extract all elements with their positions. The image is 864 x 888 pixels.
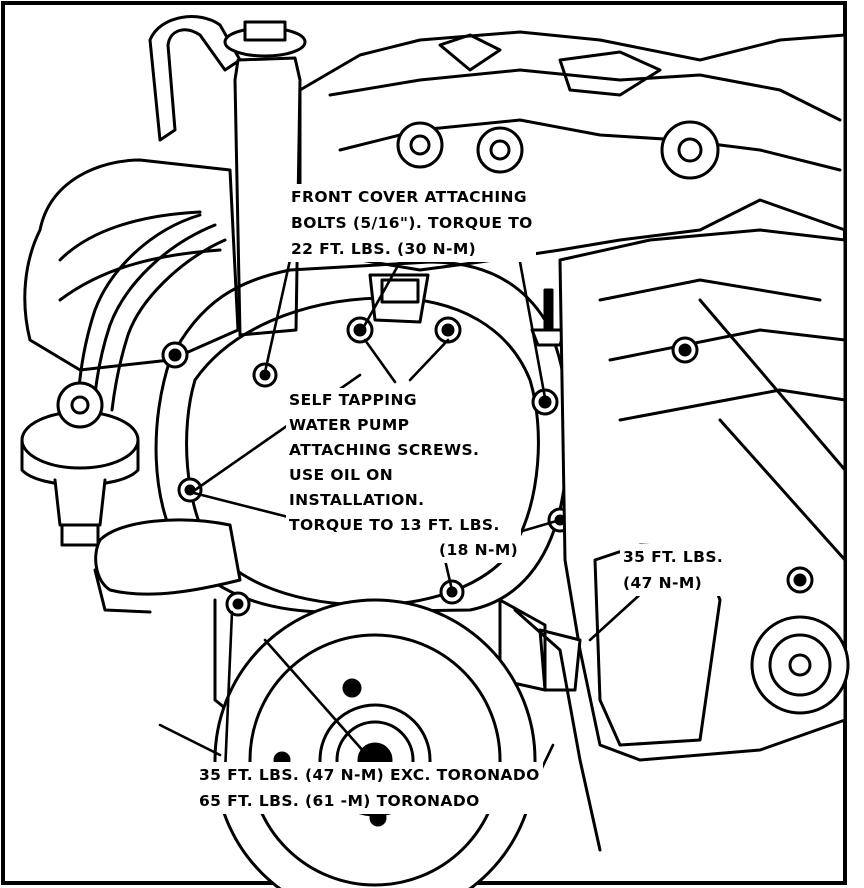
callout-water-pump-line-7: (18 N-m) [439,541,519,559]
callout-front-cover-line-3: 22 FT. LBS. (30 N-m) [291,240,477,258]
top-pulley-c [660,120,720,180]
fill-tube [233,56,302,337]
leader-wp-2 [363,338,397,384]
callout-water-pump-line-4: USE OIL ON [289,466,394,484]
callout-water-pump-line-5: INSTALLATION. [289,491,425,509]
callout-right-line-2: (47 N-m) [623,574,703,592]
callout-front-cover-line-2: BOLTS (5/16"). TORQUE TO [291,214,533,232]
water-pump-outlet [94,518,242,596]
callout-front-cover-line-1: FRONT COVER ATTACHING [291,188,527,206]
fuel-line-b [92,223,217,407]
callout-right-bolt: 35 FT. LBS. (47 N-m) [620,544,727,596]
leader-wp-5 [443,558,454,592]
leader-bottom-2 [263,638,382,772]
fuel-line-c [110,238,227,412]
callout-front-cover-bolts: FRONT COVER ATTACHING BOLTS (5/16"). TOR… [288,184,536,262]
balancer-ring [248,633,502,887]
callout-bottom-line-2: 65 FT. LBS. (61 -m) TORONADO [199,792,480,810]
callout-balancer-bolt: 35 FT. LBS. (47 N-m) EXC. TORONADO 65 FT… [196,762,543,814]
leader-wp-3 [408,338,450,382]
leader-bottom-1 [223,610,234,775]
leader-wp-4 [188,490,302,522]
stud-right [543,288,554,332]
callout-water-pump-line-2: WATER PUMP [289,416,410,434]
leader-front-cover-right [518,260,547,400]
upper-hose [148,15,242,142]
callout-water-pump-line-1: SELF TAPPING [289,391,417,409]
top-pulley-a [396,121,444,169]
leader-right [588,588,647,642]
callout-water-pump-line-6: TORQUE TO 13 FT. LBS. [289,516,500,534]
fuel-line-a [76,213,202,402]
accessory-pulley [750,615,850,715]
leader-bottom-3 [158,723,222,757]
top-pulley-b [476,126,524,174]
callout-bottom-line-1: 35 FT. LBS. (47 N-m) EXC. TORONADO [199,766,540,784]
leader-front-cover-left [263,258,292,374]
leader-front-cover-mid [360,260,402,332]
callout-right-line-1: 35 FT. LBS. [623,548,724,566]
callout-water-pump-screws: SELF TAPPING WATER PUMP ATTACHING SCREWS… [286,388,522,563]
callout-water-pump-line-3: ATTACHING SCREWS. [289,441,480,459]
